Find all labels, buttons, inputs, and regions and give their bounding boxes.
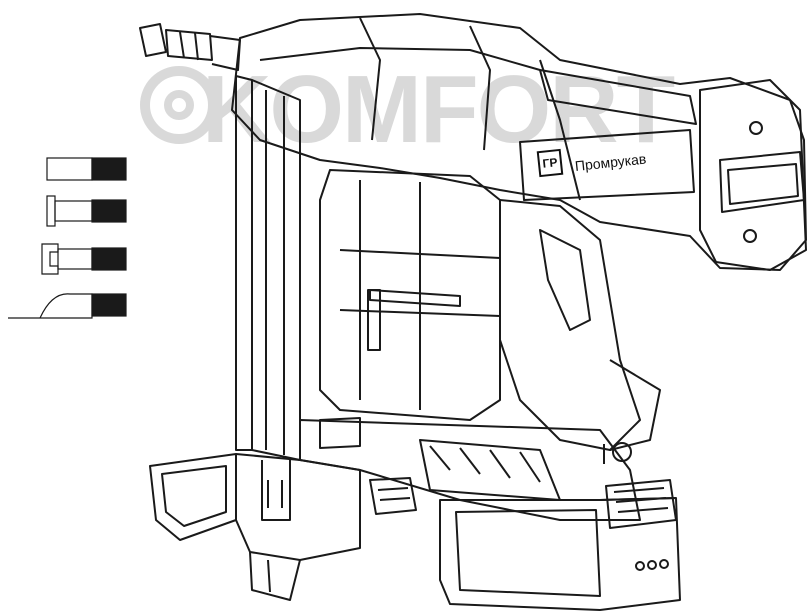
nozzle-fork-icon: [41, 243, 127, 275]
nozzle-angled-icon: [8, 293, 127, 319]
nozzle-flat-icon: [46, 157, 127, 181]
nozzle-collar-icon: [46, 195, 127, 227]
brand-logo-icon: ГР: [536, 148, 564, 178]
